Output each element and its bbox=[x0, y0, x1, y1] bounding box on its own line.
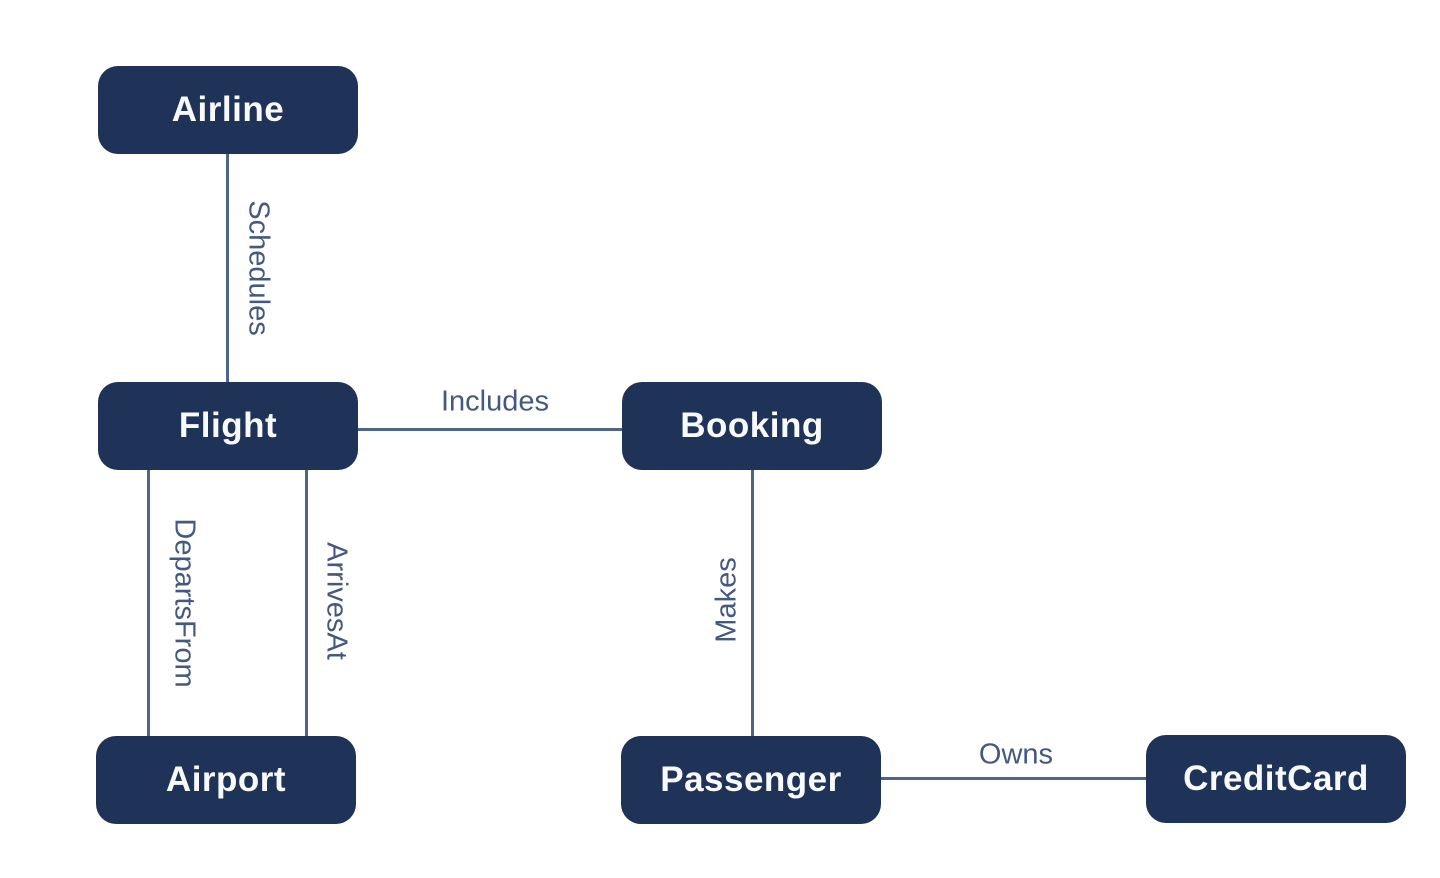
relationship-label-arrivesat: ArrivesAt bbox=[320, 542, 353, 660]
entity-booking-label: Booking bbox=[680, 406, 824, 445]
connector-includes bbox=[358, 428, 622, 431]
connector-arrivesat bbox=[305, 469, 308, 737]
entity-creditcard: CreditCard bbox=[1146, 735, 1406, 823]
connector-makes bbox=[751, 469, 754, 737]
entity-airline: Airline bbox=[98, 66, 358, 154]
entity-creditcard-label: CreditCard bbox=[1183, 759, 1369, 798]
entity-passenger: Passenger bbox=[621, 736, 881, 824]
entity-airport-label: Airport bbox=[165, 760, 287, 799]
relationship-label-schedules: Schedules bbox=[242, 200, 275, 336]
entity-booking: Booking bbox=[622, 382, 882, 470]
entity-flight-label: Flight bbox=[178, 406, 278, 445]
entity-passenger-label: Passenger bbox=[660, 760, 842, 799]
entity-flight: Flight bbox=[98, 382, 358, 470]
relationship-label-departsfrom: DepartsFrom bbox=[168, 518, 201, 688]
connector-owns bbox=[881, 777, 1147, 780]
relationship-label-owns: Owns bbox=[978, 738, 1054, 771]
relationship-label-makes: Makes bbox=[710, 557, 743, 643]
relationship-label-includes: Includes bbox=[440, 385, 550, 418]
connector-schedules bbox=[226, 154, 229, 384]
entity-airport: Airport bbox=[96, 736, 356, 824]
connector-departsfrom bbox=[147, 469, 150, 737]
entity-airline-label: Airline bbox=[171, 90, 285, 129]
